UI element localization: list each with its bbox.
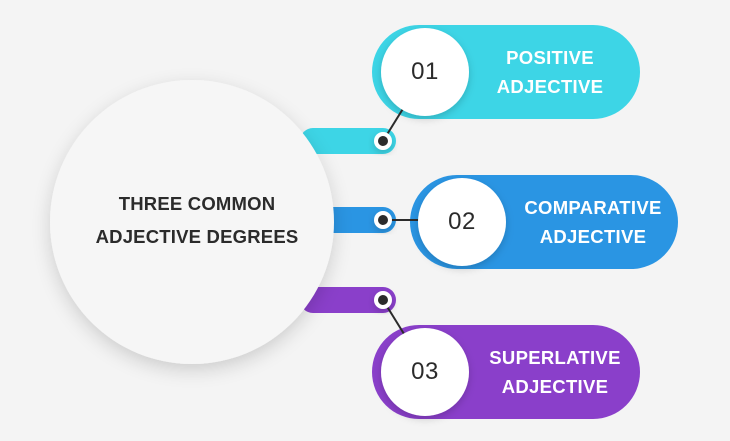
item-label-positive: POSITIVE ADJECTIVE — [475, 42, 625, 102]
connector-dot-3 — [374, 291, 392, 309]
item-number-2: 02 — [448, 208, 476, 235]
connector-dot-2 — [374, 211, 392, 229]
center-circle — [50, 80, 334, 364]
number-circle-2 — [418, 178, 506, 266]
item-label-2-line-1: COMPARATIVE — [524, 197, 662, 218]
number-circle-3 — [381, 328, 469, 416]
item-label-1-line-2: ADJECTIVE — [496, 76, 604, 97]
item-label-3-line-2: ADJECTIVE — [501, 376, 609, 397]
item-number-1: 01 — [411, 58, 439, 85]
item-label-comparative: COMPARATIVE ADJECTIVE — [512, 192, 674, 252]
item-number-3: 03 — [411, 358, 439, 385]
center-title-line-1: THREE COMMON — [118, 193, 276, 214]
item-label-superlative: SUPERLATIVE ADJECTIVE — [475, 342, 635, 402]
connector-bar-1 — [300, 128, 396, 154]
connector-bar-3 — [300, 287, 396, 313]
center-title: THREE COMMON ADJECTIVE DEGREES — [78, 188, 316, 252]
center-title-line-2: ADJECTIVE DEGREES — [95, 226, 299, 247]
item-label-2-line-2: ADJECTIVE — [539, 226, 647, 247]
number-circle-1 — [381, 28, 469, 116]
item-label-3-line-1: SUPERLATIVE — [489, 347, 621, 368]
connector-dot-1 — [374, 132, 392, 150]
item-label-1-line-1: POSITIVE — [506, 47, 594, 68]
